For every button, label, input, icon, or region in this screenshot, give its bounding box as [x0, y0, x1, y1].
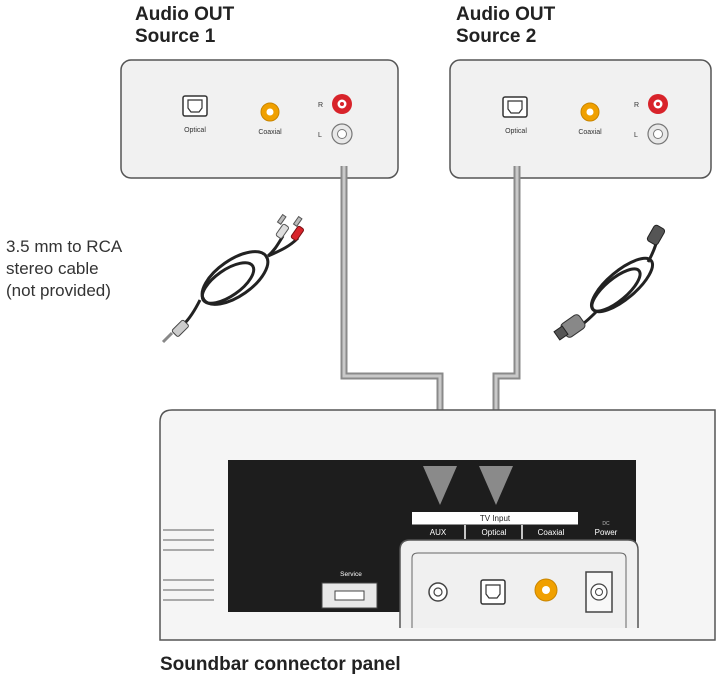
optical-input-label: Optical [482, 528, 507, 537]
soundbar-optical-port [480, 579, 506, 605]
source1-title-line1: Audio OUT [135, 4, 235, 25]
cable-line1: 3.5 mm to RCA [6, 237, 123, 256]
cable-line3: (not provided) [6, 281, 111, 300]
source2-title-line2: Source 2 [456, 26, 537, 47]
arrow-to-optical [479, 466, 513, 505]
soundbar-power-port [585, 571, 613, 613]
tv-input-strip [412, 512, 578, 524]
source2-title: Audio OUT Source 2 [456, 4, 555, 48]
source1-optical-port [182, 95, 208, 117]
source1-title: Audio OUT Source 1 [135, 4, 234, 48]
source2-title-line1: Audio OUT [456, 4, 556, 25]
power-dc-label: DC [602, 521, 610, 527]
tv-input-label: TV Input [480, 514, 511, 523]
source2-r-label: R [634, 102, 639, 109]
service-label: Service [340, 571, 362, 578]
power-label: Power [595, 528, 618, 537]
rca-cable-image [161, 213, 305, 344]
aux-label: AUX [430, 528, 447, 537]
source1-rca-red-port [332, 94, 352, 114]
optical-cable-image [553, 224, 666, 341]
cable-line2: stereo cable [6, 259, 99, 278]
source1-l-label: L [318, 132, 322, 139]
source2-coaxial-label: Coaxial [578, 129, 602, 136]
soundbar-coaxial-port [534, 578, 558, 602]
soundbar-aux-port [428, 582, 448, 602]
cable-description: 3.5 mm to RCA stereo cable (not provided… [6, 236, 122, 302]
source2-panel: Optical Coaxial R L [449, 59, 712, 179]
source1-coaxial-label: Coaxial [258, 129, 282, 136]
coaxial-input-label: Coaxial [538, 528, 565, 537]
source2-coaxial-port [580, 102, 600, 122]
source1-rca-white-port [331, 123, 353, 145]
source2-optical-port [502, 96, 528, 118]
source2-optical-label: Optical [505, 128, 527, 135]
source1-coaxial-port [260, 102, 280, 122]
source2-rca-white-port [647, 123, 669, 145]
service-usb-port [321, 582, 378, 609]
arrow-to-aux [423, 466, 457, 505]
source1-r-label: R [318, 102, 323, 109]
source1-panel: Optical Coaxial R L [120, 59, 399, 179]
panel-title: Soundbar connector panel [160, 654, 401, 675]
source1-optical-label: Optical [184, 127, 206, 134]
source2-l-label: L [634, 132, 638, 139]
source2-rca-red-port [648, 94, 668, 114]
soundbar-body: Service TV Input AUX Optical Coaxial DC … [159, 409, 716, 641]
source1-title-line2: Source 1 [135, 26, 216, 47]
